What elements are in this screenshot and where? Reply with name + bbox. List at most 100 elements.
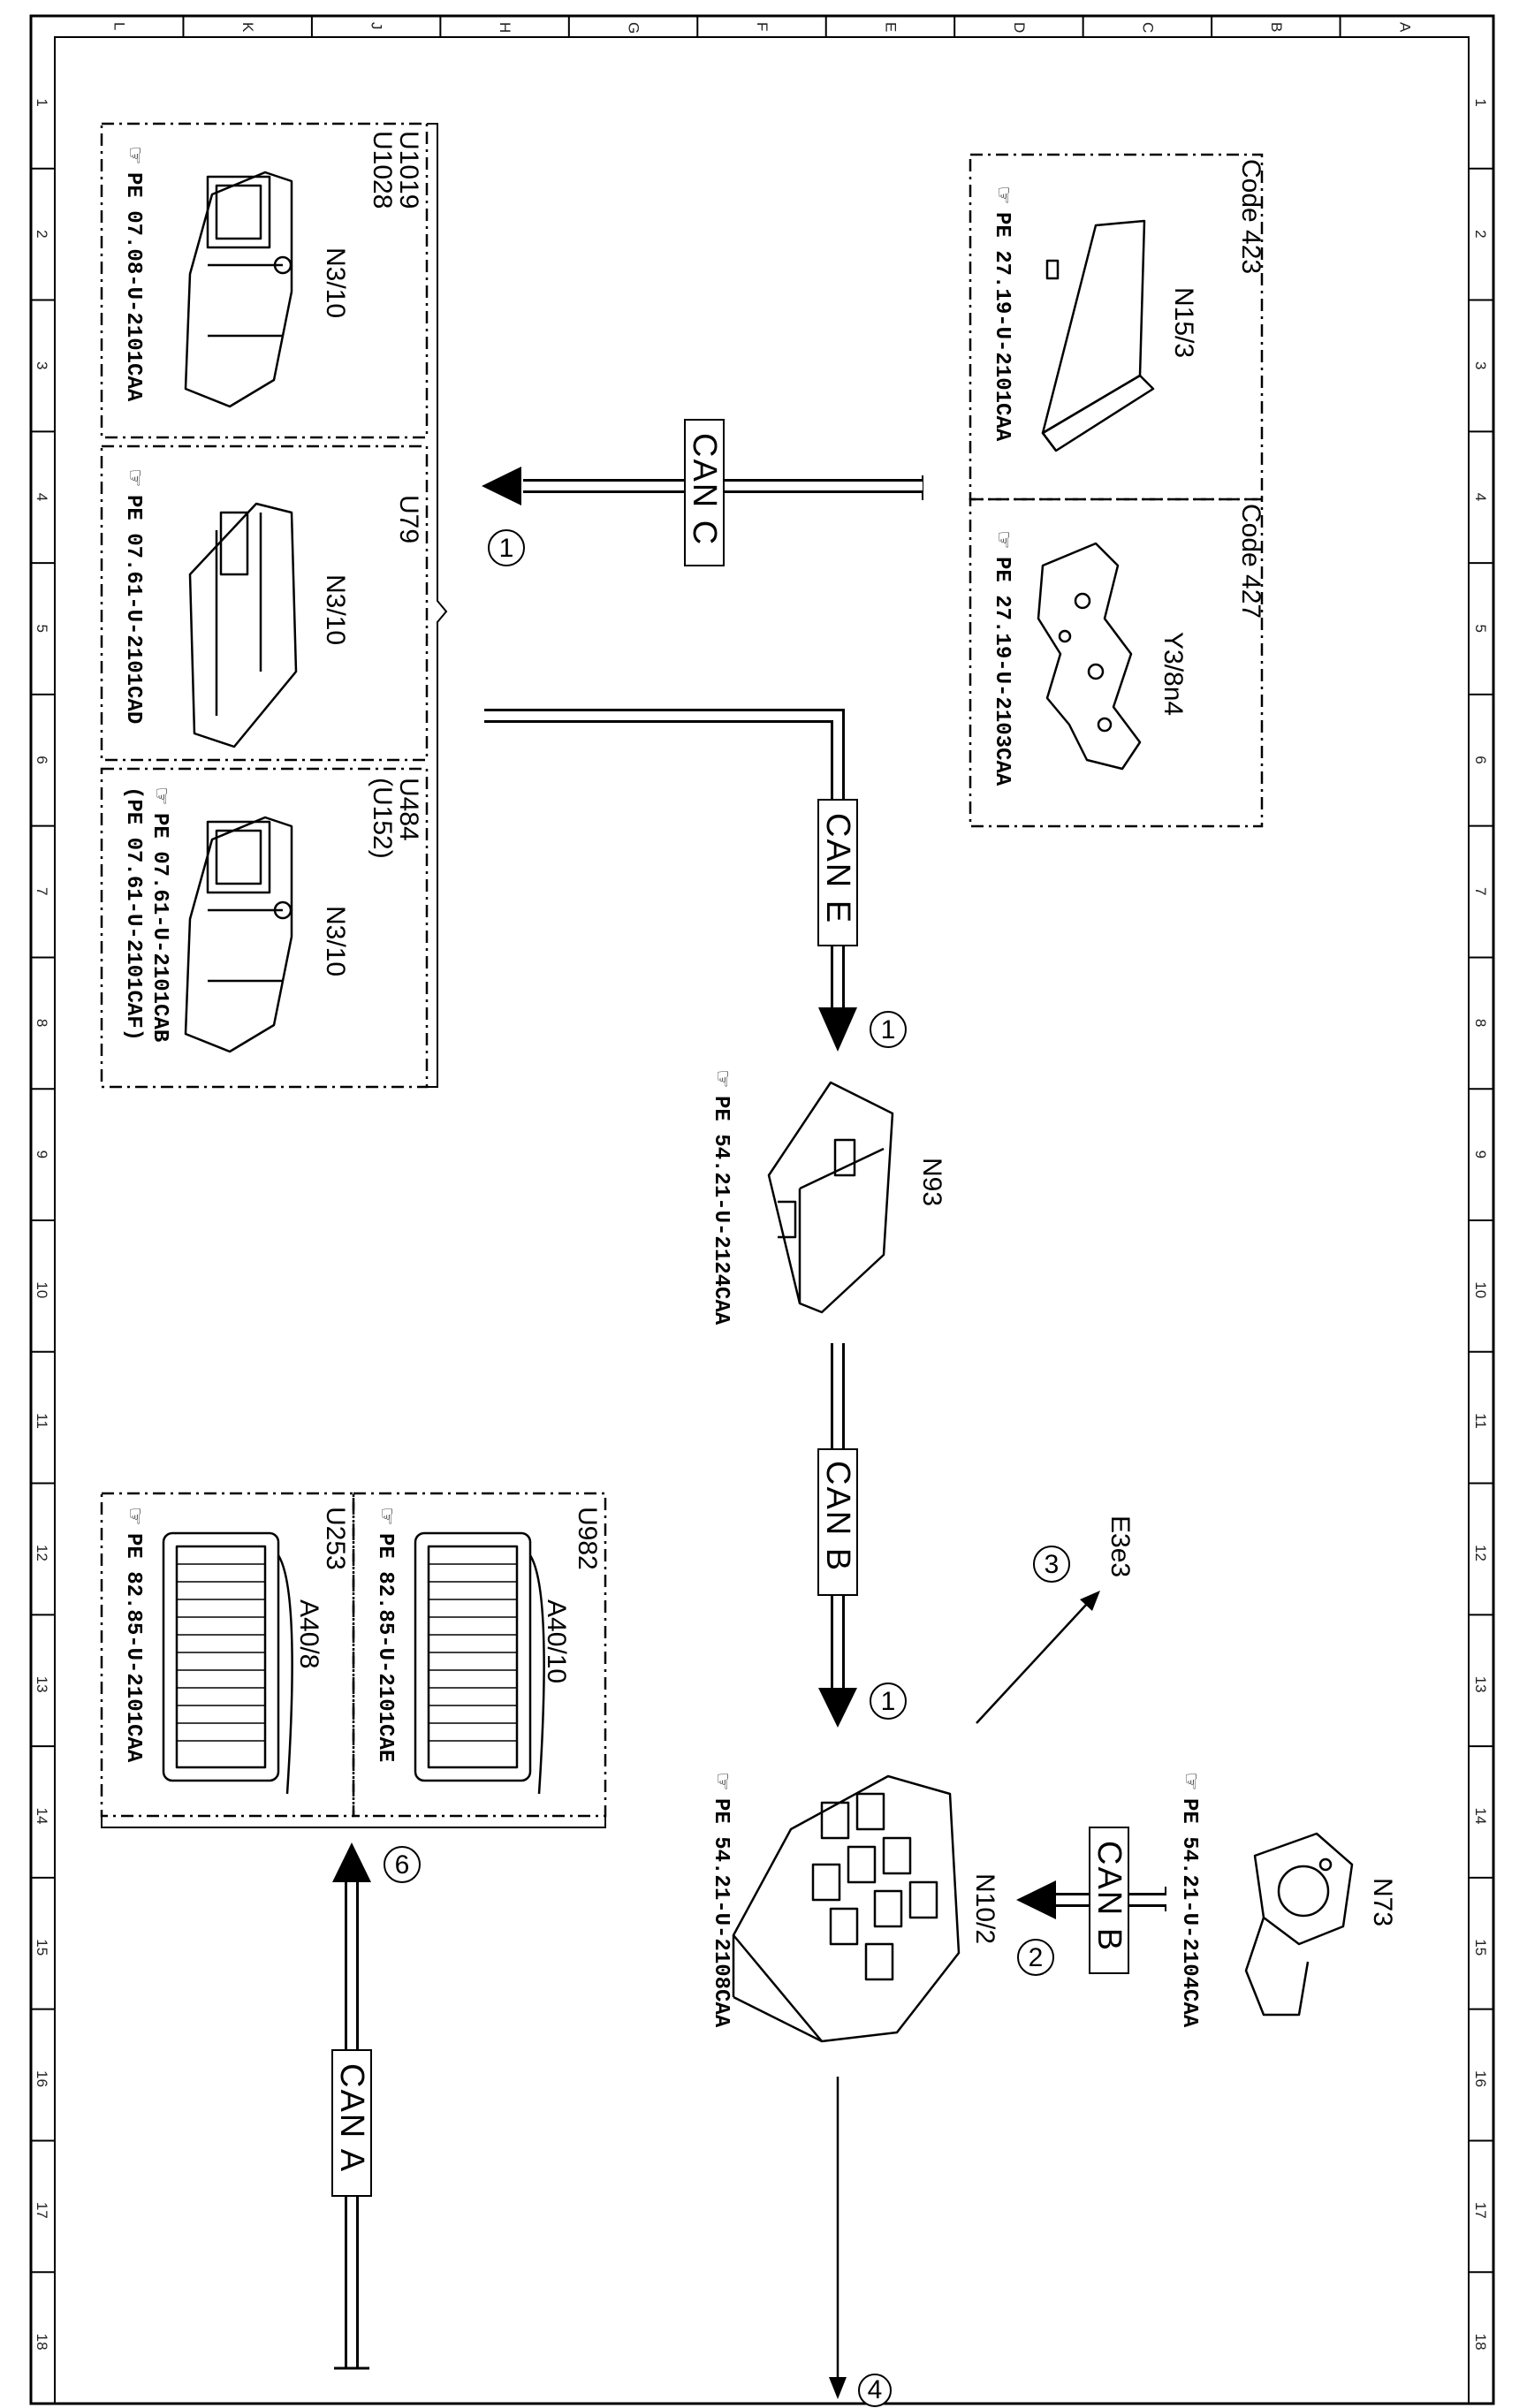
u484-ref: PE 07.61-U-2101CAB xyxy=(148,813,171,1042)
pointing-hand-book-icon: ☞ xyxy=(123,146,148,165)
u484-code: U484 xyxy=(394,778,423,841)
grid-row-label-left: 4 xyxy=(34,493,50,501)
grid-column-label: H xyxy=(497,22,513,33)
pointing-hand-book-icon: ☞ xyxy=(123,1507,148,1526)
grid-row-label-left: 10 xyxy=(34,1281,50,1298)
n93-ref: PE 54.21-U-2124CAA xyxy=(709,1096,733,1326)
grid-column-label: G xyxy=(626,22,642,34)
grid-column-label: A xyxy=(1396,22,1413,33)
grid-row-label-right: 11 xyxy=(1472,1413,1489,1429)
a40-10-ref: PE 82.85-U-2101CAE xyxy=(373,1533,397,1762)
ecu-drawing-u79 xyxy=(188,502,298,748)
u1019-label: N3/10 xyxy=(321,247,350,318)
grid-row-label-right: 4 xyxy=(1472,493,1489,501)
group-code-423: Code 423 N15/3 PE 27.19-U-2101CAA ☞ xyxy=(969,153,1265,501)
grid-row-label-left: 9 xyxy=(34,1151,50,1158)
can-a-label: CAN A xyxy=(333,2063,370,2173)
n93-label: N93 xyxy=(917,1158,946,1206)
grid-row-label-left: 5 xyxy=(34,625,50,633)
u79-ref: PE 07.61-U-2101CAD xyxy=(121,495,145,724)
a40-8-ref: PE 82.85-U-2101CAA xyxy=(121,1533,145,1763)
can-b2-bus: CAN B 2 xyxy=(1016,1827,1166,1976)
grid-row-label-left: 2 xyxy=(34,230,50,238)
grid-column-label: L xyxy=(111,22,128,30)
grid-row-label-left: 7 xyxy=(34,887,50,895)
grid-row-label-left: 11 xyxy=(34,1413,50,1429)
grid-row-label-left: 3 xyxy=(34,361,50,369)
grid-row-label-left: 15 xyxy=(34,1939,50,1956)
n10-2-label: N10/2 xyxy=(970,1873,999,1944)
grid-column-label: B xyxy=(1268,22,1285,32)
pointing-hand-book-icon: ☞ xyxy=(1179,1772,1204,1791)
can-e-bus: CAN E 1 xyxy=(484,709,907,1052)
e3e3-label: E3e3 xyxy=(1105,1515,1135,1577)
grid-row-label-right: 18 xyxy=(1472,2334,1489,2351)
group-brace-bottom xyxy=(101,1816,606,1828)
grid-row-label-left: 16 xyxy=(34,2070,50,2087)
u982-code: U982 xyxy=(573,1507,602,1570)
can-b-bus: CAN B 1 xyxy=(817,1343,907,1728)
u484-ref-alt: (PE 07.61-U-2101CAF) xyxy=(121,786,145,1041)
u152-code: (U152) xyxy=(368,778,397,859)
pointing-hand-book-icon: ☞ xyxy=(710,1772,735,1791)
ecu-drawing-u484 xyxy=(184,816,293,1053)
grid-row-label-right: 1 xyxy=(1472,98,1489,106)
n15-3-label: N15/3 xyxy=(1169,287,1198,358)
n73-label: N73 xyxy=(1368,1878,1397,1926)
y3-8n4-ref: PE 27.19-U-2103CAA xyxy=(990,557,1014,786)
n15-3-ref: PE 27.19-U-2101CAA xyxy=(990,212,1014,442)
u484-label: N3/10 xyxy=(321,906,350,976)
u253-code: U253 xyxy=(321,1507,350,1570)
pointing-hand-book-icon: ☞ xyxy=(149,786,174,806)
grid-column-label: E xyxy=(882,22,899,32)
frame-outer xyxy=(29,14,1495,2405)
module-n93: N93 ☞ PE 54.21-U-2124CAA xyxy=(709,1069,946,1326)
group-u982: U982 A40/10 ☞ PE 82.85-U-2101CAE xyxy=(352,1492,607,1818)
code-423-label: Code 423 xyxy=(1236,159,1265,274)
grid-row-label-left: 1 xyxy=(34,98,50,106)
a40-10-part-drawing xyxy=(414,1531,545,1795)
y3-8n4-label: Y3/8n4 xyxy=(1159,632,1188,716)
grid-row-label-right: 13 xyxy=(1472,1676,1489,1693)
grid-row-label-right: 9 xyxy=(1472,1151,1489,1158)
grid-row-label-right: 17 xyxy=(1472,2202,1489,2219)
grid-row-label-right: 8 xyxy=(1472,1019,1489,1027)
code-427-label: Code 427 xyxy=(1236,504,1265,619)
grid-row-label-right: 14 xyxy=(1472,1808,1489,1825)
output-link-4: 4 xyxy=(829,2077,892,2407)
circle-ref-1b: 1 xyxy=(881,1015,896,1044)
grid-row-label-right: 7 xyxy=(1472,887,1489,895)
ecu-drawing-u1019 xyxy=(184,171,293,408)
group-u253: U253 A40/8 ☞ PE 82.85-U-2101CAA xyxy=(100,1492,355,1818)
grid-row-label-right: 16 xyxy=(1472,2070,1489,2087)
y3-8n4-part-drawing xyxy=(1037,542,1142,771)
grid-row-label-right: 3 xyxy=(1472,361,1489,369)
can-e-label: CAN E xyxy=(819,813,856,924)
circle-ref-4: 4 xyxy=(868,2375,883,2404)
pointing-hand-book-icon: ☞ xyxy=(991,530,1016,550)
grid-row-label-right: 2 xyxy=(1472,230,1489,238)
grid-row-label-left: 8 xyxy=(34,1019,50,1027)
u1019-ref: PE 07.08-U-2101CAA xyxy=(121,172,145,402)
group-u484: U484 (U152) N3/10 ☞ PE 07.61-U-2101CAB (… xyxy=(100,767,429,1089)
grid-column-label: K xyxy=(239,22,256,33)
group-u79: U79 N3/10 ☞ PE 07.61-U-2101CAD xyxy=(100,444,429,762)
can-a-bus: CAN A 6 xyxy=(331,1842,421,2370)
frame-inner xyxy=(54,36,1470,2404)
module-n10-2: N10/2 ☞ PE 54.21-U-2108CAA xyxy=(709,1772,999,2043)
n93-part-drawing xyxy=(767,1081,894,1314)
grid-row-label-right: 5 xyxy=(1472,625,1489,633)
circle-ref-6: 6 xyxy=(395,1850,410,1880)
module-n73: N73 ☞ PE 54.21-U-2104CAA xyxy=(1177,1772,1397,2028)
grid-row-label-left: 6 xyxy=(34,756,50,763)
n73-ref: PE 54.21-U-2104CAA xyxy=(1177,1798,1201,2028)
u1019-code: U1019 xyxy=(394,131,423,209)
grid-row-label-left: 12 xyxy=(34,1545,50,1561)
circle-ref-2: 2 xyxy=(1029,1943,1044,1972)
grid-column-label: C xyxy=(1139,22,1156,33)
grid-row-label-left: 18 xyxy=(34,2334,50,2351)
group-brace xyxy=(427,123,448,1088)
circle-ref-3: 3 xyxy=(1045,1550,1060,1579)
